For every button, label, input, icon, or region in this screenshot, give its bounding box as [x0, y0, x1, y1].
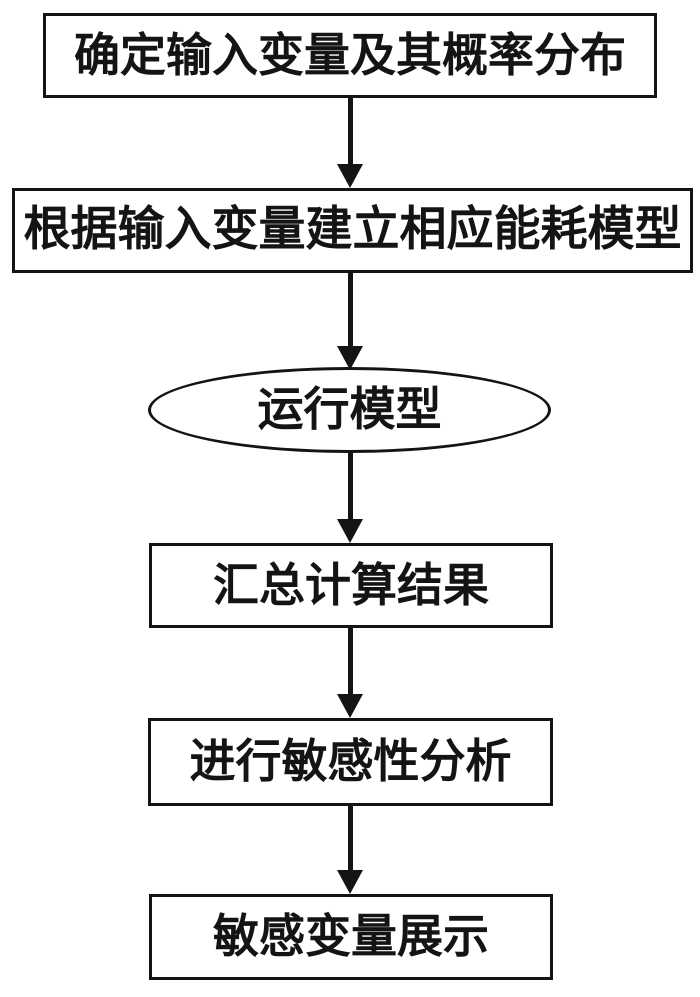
arrow-down-icon: [337, 98, 363, 188]
arrow-head: [337, 164, 363, 188]
arrow-stem: [347, 98, 353, 168]
arrow-stem: [347, 628, 353, 698]
arrow-head: [337, 694, 363, 718]
arrow-down-icon: [337, 628, 363, 718]
arrow-down-icon: [337, 272, 363, 370]
arrow-stem: [347, 272, 353, 350]
flow-node-sensitivity-analysis: 进行敏感性分析: [148, 718, 553, 806]
flow-node-display-sensitive-variables: 敏感变量展示: [149, 894, 553, 980]
arrow-head: [337, 519, 363, 543]
flow-node-build-energy-model: 根据输入变量建立相应能耗模型: [12, 188, 693, 273]
arrow-stem: [347, 453, 353, 523]
arrow-down-icon: [337, 453, 363, 543]
flow-node-summarize-results: 汇总计算结果: [149, 543, 553, 628]
flow-node-run-model: 运行模型: [148, 367, 551, 453]
flow-node-determine-inputs: 确定输入变量及其概率分布: [43, 13, 657, 98]
arrow-head: [337, 870, 363, 894]
arrow-stem: [347, 806, 353, 874]
arrow-down-icon: [337, 806, 363, 894]
arrow-head: [337, 346, 363, 370]
